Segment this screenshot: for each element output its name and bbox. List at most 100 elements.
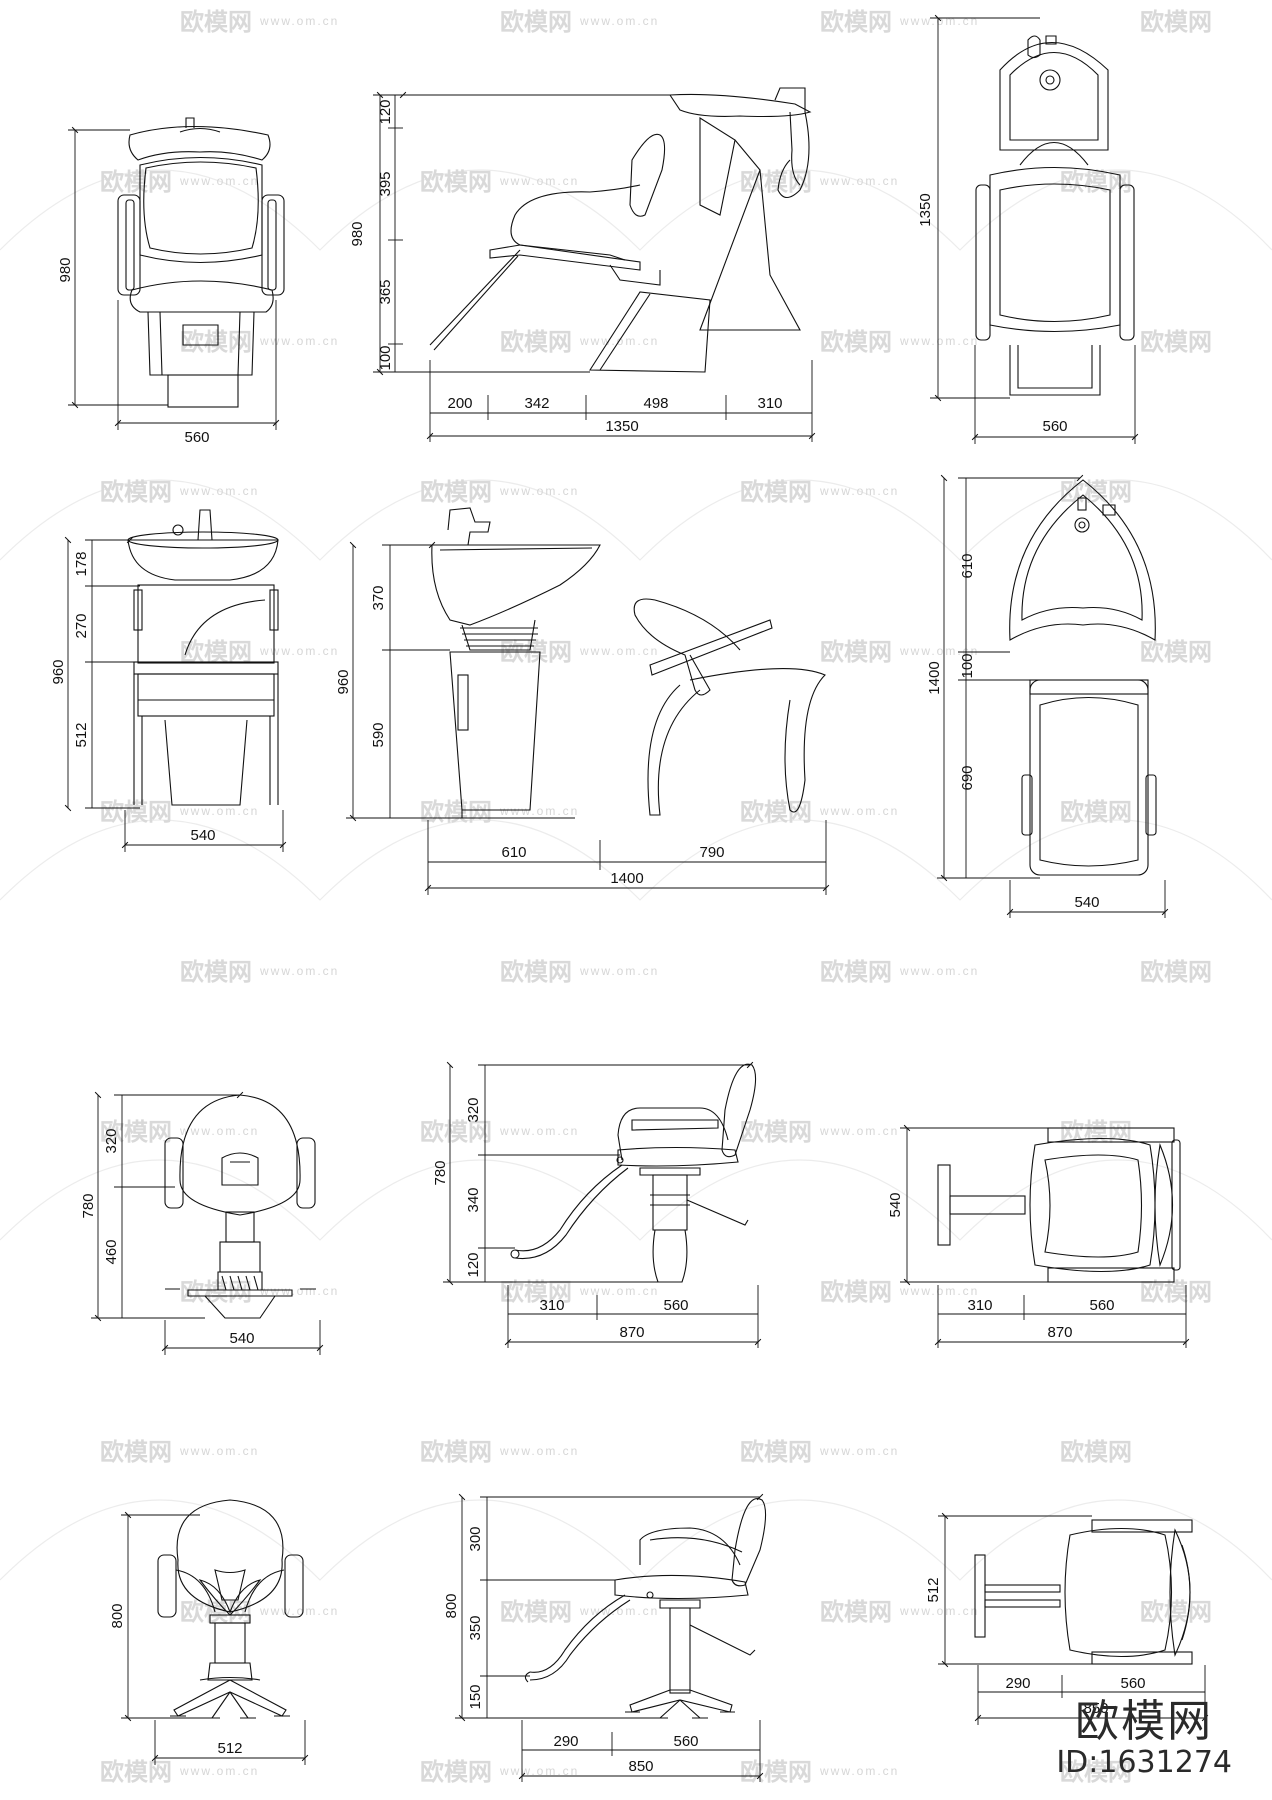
chair-a-side-v2: 340: [465, 1187, 482, 1212]
wash-a-top-dims: [930, 14, 1139, 444]
chair-b-front-width: 512: [217, 1740, 242, 1757]
watermark-brand-text: 欧模网: [500, 958, 572, 986]
wash-b-top-total: 1400: [926, 661, 943, 694]
chair-a-front-dims: [91, 1091, 324, 1355]
chair-b-top-drawing: [974, 1519, 1193, 1665]
watermark-url-text: www.om.cn: [579, 1604, 659, 1618]
wash-b-top-width: 540: [1074, 894, 1099, 911]
wash-b-side-drawing: [431, 507, 826, 819]
view-wash-b-side: 370 590 960 610 790 1400: [335, 507, 830, 895]
watermark-url-text: www.om.cn: [499, 174, 579, 188]
watermark-url-text: www.om.cn: [579, 1284, 659, 1298]
wash-a-side-dims: [373, 91, 816, 442]
brand-mark-name: 欧模网: [1075, 1696, 1214, 1747]
watermark-brand-text: 欧模网: [820, 1278, 892, 1306]
watermark-url-text: www.om.cn: [259, 964, 339, 978]
watermark-url-text: www.om.cn: [179, 1444, 259, 1458]
chair-b-side-dims: [455, 1493, 764, 1782]
wash-b-side-total-h: 960: [335, 669, 352, 694]
chair-b-side-h1: 290: [553, 1733, 578, 1750]
chair-b-front-height: 800: [109, 1603, 126, 1628]
watermark-brand-text: 欧模网: [820, 8, 892, 36]
wash-b-front-width: 540: [190, 827, 215, 844]
watermark-url-text: www.om.cn: [499, 804, 579, 818]
chair-b-side-v1: 300: [467, 1526, 484, 1551]
watermark-url-text: www.om.cn: [259, 1604, 339, 1618]
wash-b-top-v2: 100: [959, 653, 976, 678]
watermark-brand-text: 欧模网: [100, 168, 172, 196]
chair-a-top-drawing: [937, 1127, 1181, 1283]
chair-b-side-total-h: 800: [443, 1593, 460, 1618]
chair-b-top-depth: 512: [925, 1577, 942, 1602]
wash-a-side-h3: 498: [643, 395, 668, 412]
chair-b-side-h2: 560: [673, 1733, 698, 1750]
brand-mark-id: ID:1631274: [1056, 1745, 1232, 1780]
view-chair-b-front: 800 512: [109, 1499, 309, 1765]
watermark-brand-text: 欧模网: [1060, 1758, 1132, 1786]
watermark-url-text: www.om.cn: [819, 484, 899, 498]
watermark-brand-text: 欧模网: [1060, 478, 1132, 506]
chair-a-side-total-w: 870: [619, 1324, 644, 1341]
watermark-url-text: www.om.cn: [259, 1284, 339, 1298]
wash-a-side-h4: 310: [757, 395, 782, 412]
watermark-url-text: www.om.cn: [499, 1124, 579, 1138]
chair-b-top-dims: [938, 1512, 1209, 1725]
watermark-brand-text: 欧模网: [500, 1598, 572, 1626]
wash-a-side-drawing: [429, 87, 812, 373]
wash-b-top-dims: [937, 474, 1169, 918]
watermark-brand-text: 欧模网: [1140, 638, 1212, 666]
chair-b-side-v2: 350: [467, 1615, 484, 1640]
chair-b-front-dims: [121, 1511, 309, 1765]
wash-a-front-drawing: [117, 117, 285, 408]
watermark-brand-text: 欧模网: [820, 1598, 892, 1626]
watermark-url-text: www.om.cn: [179, 1124, 259, 1138]
chair-a-side-v1: 320: [465, 1097, 482, 1122]
view-chair-b-top: 512 290 560 850: [925, 1512, 1209, 1725]
watermark-brand-text: 欧模网: [420, 478, 492, 506]
watermark-brand-text: 欧模网: [100, 478, 172, 506]
watermark-brand-text: 欧模网: [1140, 958, 1212, 986]
watermark-url-text: www.om.cn: [579, 14, 659, 28]
watermark-url-text: www.om.cn: [259, 334, 339, 348]
wash-b-front-drawing: [127, 509, 279, 806]
chair-a-side-total-h: 780: [432, 1160, 449, 1185]
watermark-brand-text: 欧模网: [100, 1758, 172, 1786]
wash-a-front-height-label: 980: [57, 257, 74, 282]
watermark-url-text: www.om.cn: [899, 1284, 979, 1298]
chair-a-front-v2: 460: [103, 1239, 120, 1264]
watermark-url-text: www.om.cn: [499, 484, 579, 498]
watermark-brand-text: 欧模网: [740, 1758, 812, 1786]
wash-a-side-v4: 100: [377, 345, 394, 370]
watermark-brand-text: 欧模网: [180, 8, 252, 36]
watermark-brand-text: 欧模网: [420, 168, 492, 196]
watermark-brand-text: 欧模网: [1060, 1118, 1132, 1146]
watermark-url-text: www.om.cn: [819, 174, 899, 188]
wash-b-top-v3: 690: [959, 765, 976, 790]
chair-a-front-v1: 320: [103, 1128, 120, 1153]
view-chair-a-front: 320 460 780 540: [80, 1091, 324, 1355]
view-wash-a-top: 1350 560: [917, 14, 1139, 444]
view-chair-a-side: 320 340 120 780 310 560 870: [432, 1061, 762, 1348]
watermark-brand-text: 欧模网: [500, 8, 572, 36]
chair-a-side-dims: [443, 1061, 762, 1348]
wash-a-side-h2: 342: [524, 395, 549, 412]
watermark-url-text: www.om.cn: [579, 644, 659, 658]
chair-a-side-h2: 560: [663, 1297, 688, 1314]
wash-a-side-h1: 200: [447, 395, 472, 412]
watermark-url-text: www.om.cn: [179, 174, 259, 188]
watermark-brand-text: 欧模网: [740, 1118, 812, 1146]
watermark-brand-text: 欧模网: [180, 1278, 252, 1306]
watermark-url-text: www.om.cn: [499, 1444, 579, 1458]
wash-b-side-h2: 790: [699, 844, 724, 861]
watermark-url-text: www.om.cn: [259, 14, 339, 28]
watermark-arcs: [0, 169, 1272, 1581]
chair-a-top-total-w: 870: [1047, 1324, 1072, 1341]
wash-a-side-total-w: 1350: [605, 418, 638, 435]
watermark-url-text: www.om.cn: [179, 484, 259, 498]
brand-mark: 欧模网 ID:1631274: [1056, 1698, 1232, 1780]
watermark-url-text: www.om.cn: [899, 14, 979, 28]
chair-a-top-depth: 540: [887, 1192, 904, 1217]
watermark-brand-text: 欧模网: [180, 1598, 252, 1626]
watermark-brand-text: 欧模网: [1140, 1598, 1212, 1626]
